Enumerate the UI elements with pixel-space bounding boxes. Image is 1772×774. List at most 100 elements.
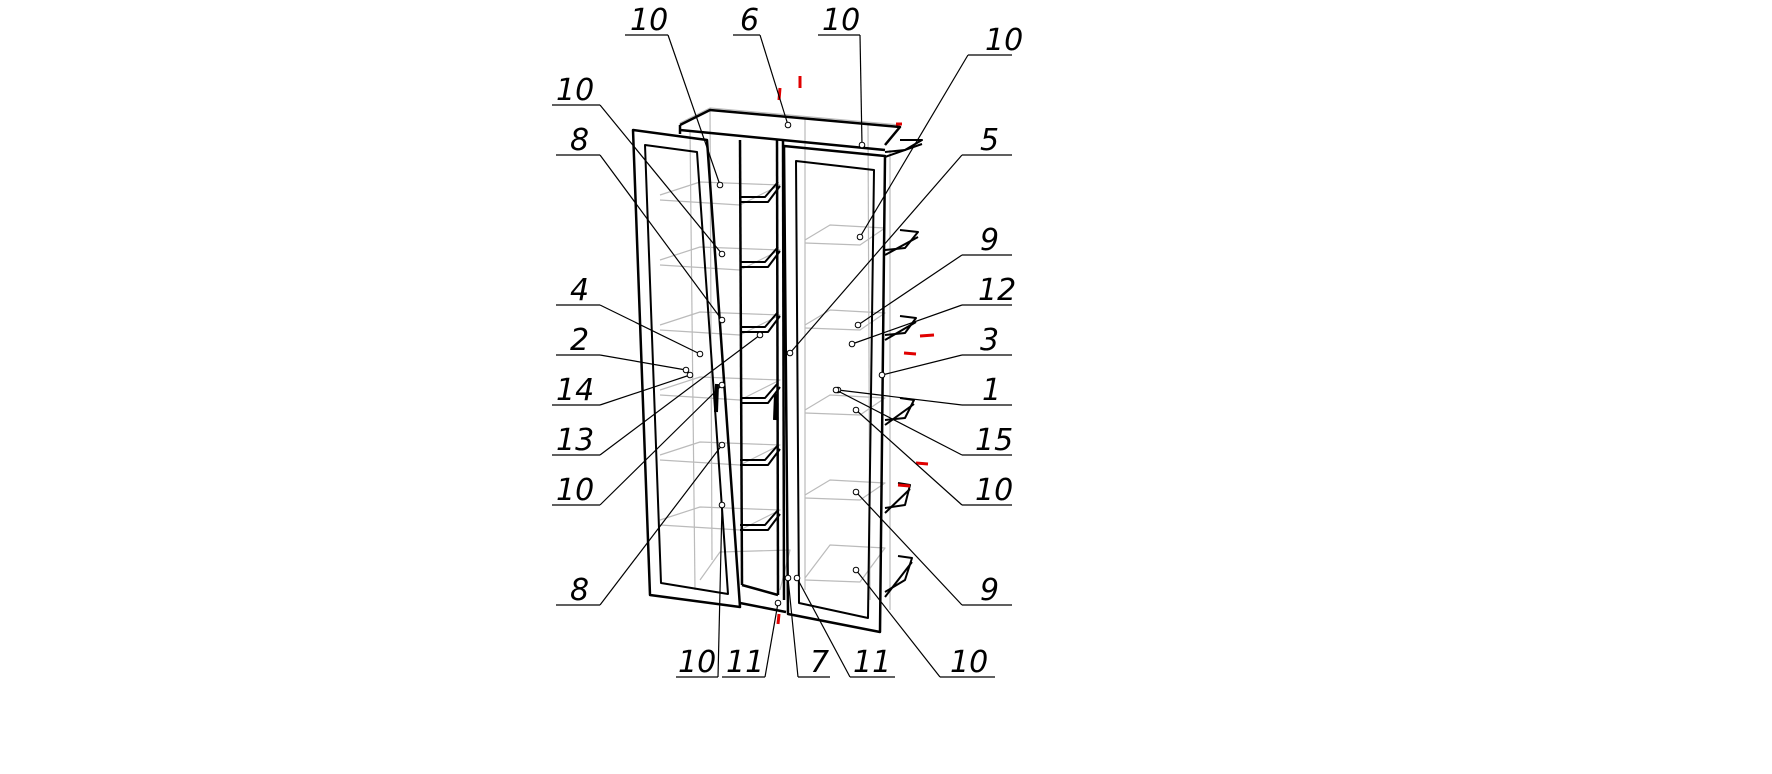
leader-line bbox=[764, 602, 779, 678]
leader-point-icon bbox=[784, 121, 792, 129]
callout-number: 11 bbox=[726, 645, 764, 680]
callout-number: 10 bbox=[556, 473, 594, 508]
callout-number: 10 bbox=[950, 645, 988, 680]
callout-10: 10 bbox=[676, 501, 726, 680]
leader-point-icon bbox=[718, 316, 726, 324]
callout-number: 10 bbox=[556, 73, 594, 108]
leader-line bbox=[599, 304, 701, 355]
cabinet-drawing bbox=[631, 76, 935, 634]
leader-line bbox=[599, 104, 723, 255]
callout-number: 10 bbox=[822, 3, 860, 38]
leader-line bbox=[796, 577, 851, 678]
leader-point-icon bbox=[718, 381, 726, 389]
leader-point-icon bbox=[786, 349, 794, 357]
callout-6: 6 bbox=[733, 3, 792, 129]
callout-10: 10 bbox=[552, 381, 726, 508]
cabinet-outline bbox=[631, 108, 902, 634]
callout-number: 10 bbox=[678, 645, 716, 680]
leader-line bbox=[855, 409, 963, 506]
callout-number: 15 bbox=[975, 423, 1013, 458]
leader-line bbox=[789, 154, 963, 354]
leader-line bbox=[835, 389, 963, 456]
leader-point-icon bbox=[852, 566, 860, 574]
leader-line bbox=[599, 374, 691, 406]
leader-line bbox=[599, 154, 723, 321]
callout-number: 1 bbox=[982, 373, 1001, 408]
leader-point-icon bbox=[716, 181, 724, 189]
right-handle bbox=[773, 393, 778, 421]
callout-number: 10 bbox=[630, 3, 668, 38]
callout-9: 9 bbox=[854, 223, 1012, 329]
callout-7: 7 bbox=[784, 574, 830, 680]
callout-number: 10 bbox=[985, 23, 1023, 58]
callout-number: 3 bbox=[980, 323, 999, 358]
leader-point-icon bbox=[682, 366, 690, 374]
leader-point-icon bbox=[784, 574, 792, 582]
leader-point-icon bbox=[696, 350, 704, 358]
callout-number: 12 bbox=[978, 273, 1016, 308]
callout-2: 2 bbox=[556, 323, 690, 374]
leader-line bbox=[599, 444, 723, 606]
left-door-glass bbox=[644, 144, 729, 595]
leader-point-icon bbox=[718, 501, 726, 509]
callout-8: 8 bbox=[556, 123, 726, 324]
callout-number: 7 bbox=[810, 645, 829, 680]
callout-number: 13 bbox=[556, 423, 594, 458]
leader-point-icon bbox=[793, 574, 801, 582]
callout-number: 14 bbox=[556, 373, 594, 408]
leader-line bbox=[787, 577, 799, 678]
callout-number: 9 bbox=[980, 223, 999, 258]
callout-10: 10 bbox=[818, 3, 866, 149]
leader-point-icon bbox=[848, 340, 856, 348]
callout-10: 10 bbox=[552, 73, 726, 258]
leader-point-icon bbox=[686, 371, 694, 379]
right-door bbox=[782, 144, 887, 634]
callout-14: 14 bbox=[552, 371, 694, 408]
hidden-structure bbox=[659, 107, 901, 610]
callout-number: 11 bbox=[853, 645, 891, 680]
callout-8: 8 bbox=[556, 441, 726, 608]
callout-9: 9 bbox=[852, 488, 1012, 608]
callout-number: 5 bbox=[980, 123, 999, 158]
callout-3: 3 bbox=[878, 323, 1012, 379]
right-shelves bbox=[884, 139, 923, 598]
leader-line bbox=[859, 54, 969, 238]
leader-point-icon bbox=[878, 371, 886, 379]
callout-5: 5 bbox=[786, 123, 1012, 357]
left-shelves bbox=[740, 181, 781, 531]
callout-15: 15 bbox=[832, 386, 1013, 458]
callout-10: 10 bbox=[852, 406, 1013, 508]
leader-point-icon bbox=[852, 406, 860, 414]
callout-number: 10 bbox=[975, 473, 1013, 508]
leader-line bbox=[855, 491, 963, 606]
left-handle bbox=[714, 383, 719, 413]
callout-number: 8 bbox=[570, 123, 589, 158]
leader-point-icon bbox=[718, 441, 726, 449]
leader-point-icon bbox=[832, 386, 840, 394]
red-markers bbox=[776, 76, 935, 625]
callout-13: 13 bbox=[552, 331, 764, 458]
callout-number: 6 bbox=[740, 3, 759, 38]
left-door bbox=[631, 128, 742, 609]
leader-line bbox=[599, 334, 761, 456]
leader-line bbox=[851, 304, 963, 345]
leader-line bbox=[859, 34, 863, 146]
door-handles bbox=[714, 383, 778, 421]
leader-line bbox=[855, 569, 941, 678]
leader-point-icon bbox=[854, 321, 862, 329]
callout-10: 10 bbox=[856, 23, 1023, 241]
callout-11: 11 bbox=[722, 599, 782, 680]
callout-number: 8 bbox=[570, 573, 589, 608]
leader-point-icon bbox=[856, 233, 864, 241]
callout-4: 4 bbox=[556, 273, 704, 358]
leader-point-icon bbox=[774, 599, 782, 607]
callout-12: 12 bbox=[848, 273, 1016, 348]
leader-point-icon bbox=[858, 141, 866, 149]
leader-line bbox=[599, 384, 723, 506]
right-door-glass bbox=[795, 160, 875, 619]
leader-line bbox=[857, 254, 963, 326]
leader-line bbox=[599, 354, 687, 371]
leader-line bbox=[881, 354, 963, 376]
